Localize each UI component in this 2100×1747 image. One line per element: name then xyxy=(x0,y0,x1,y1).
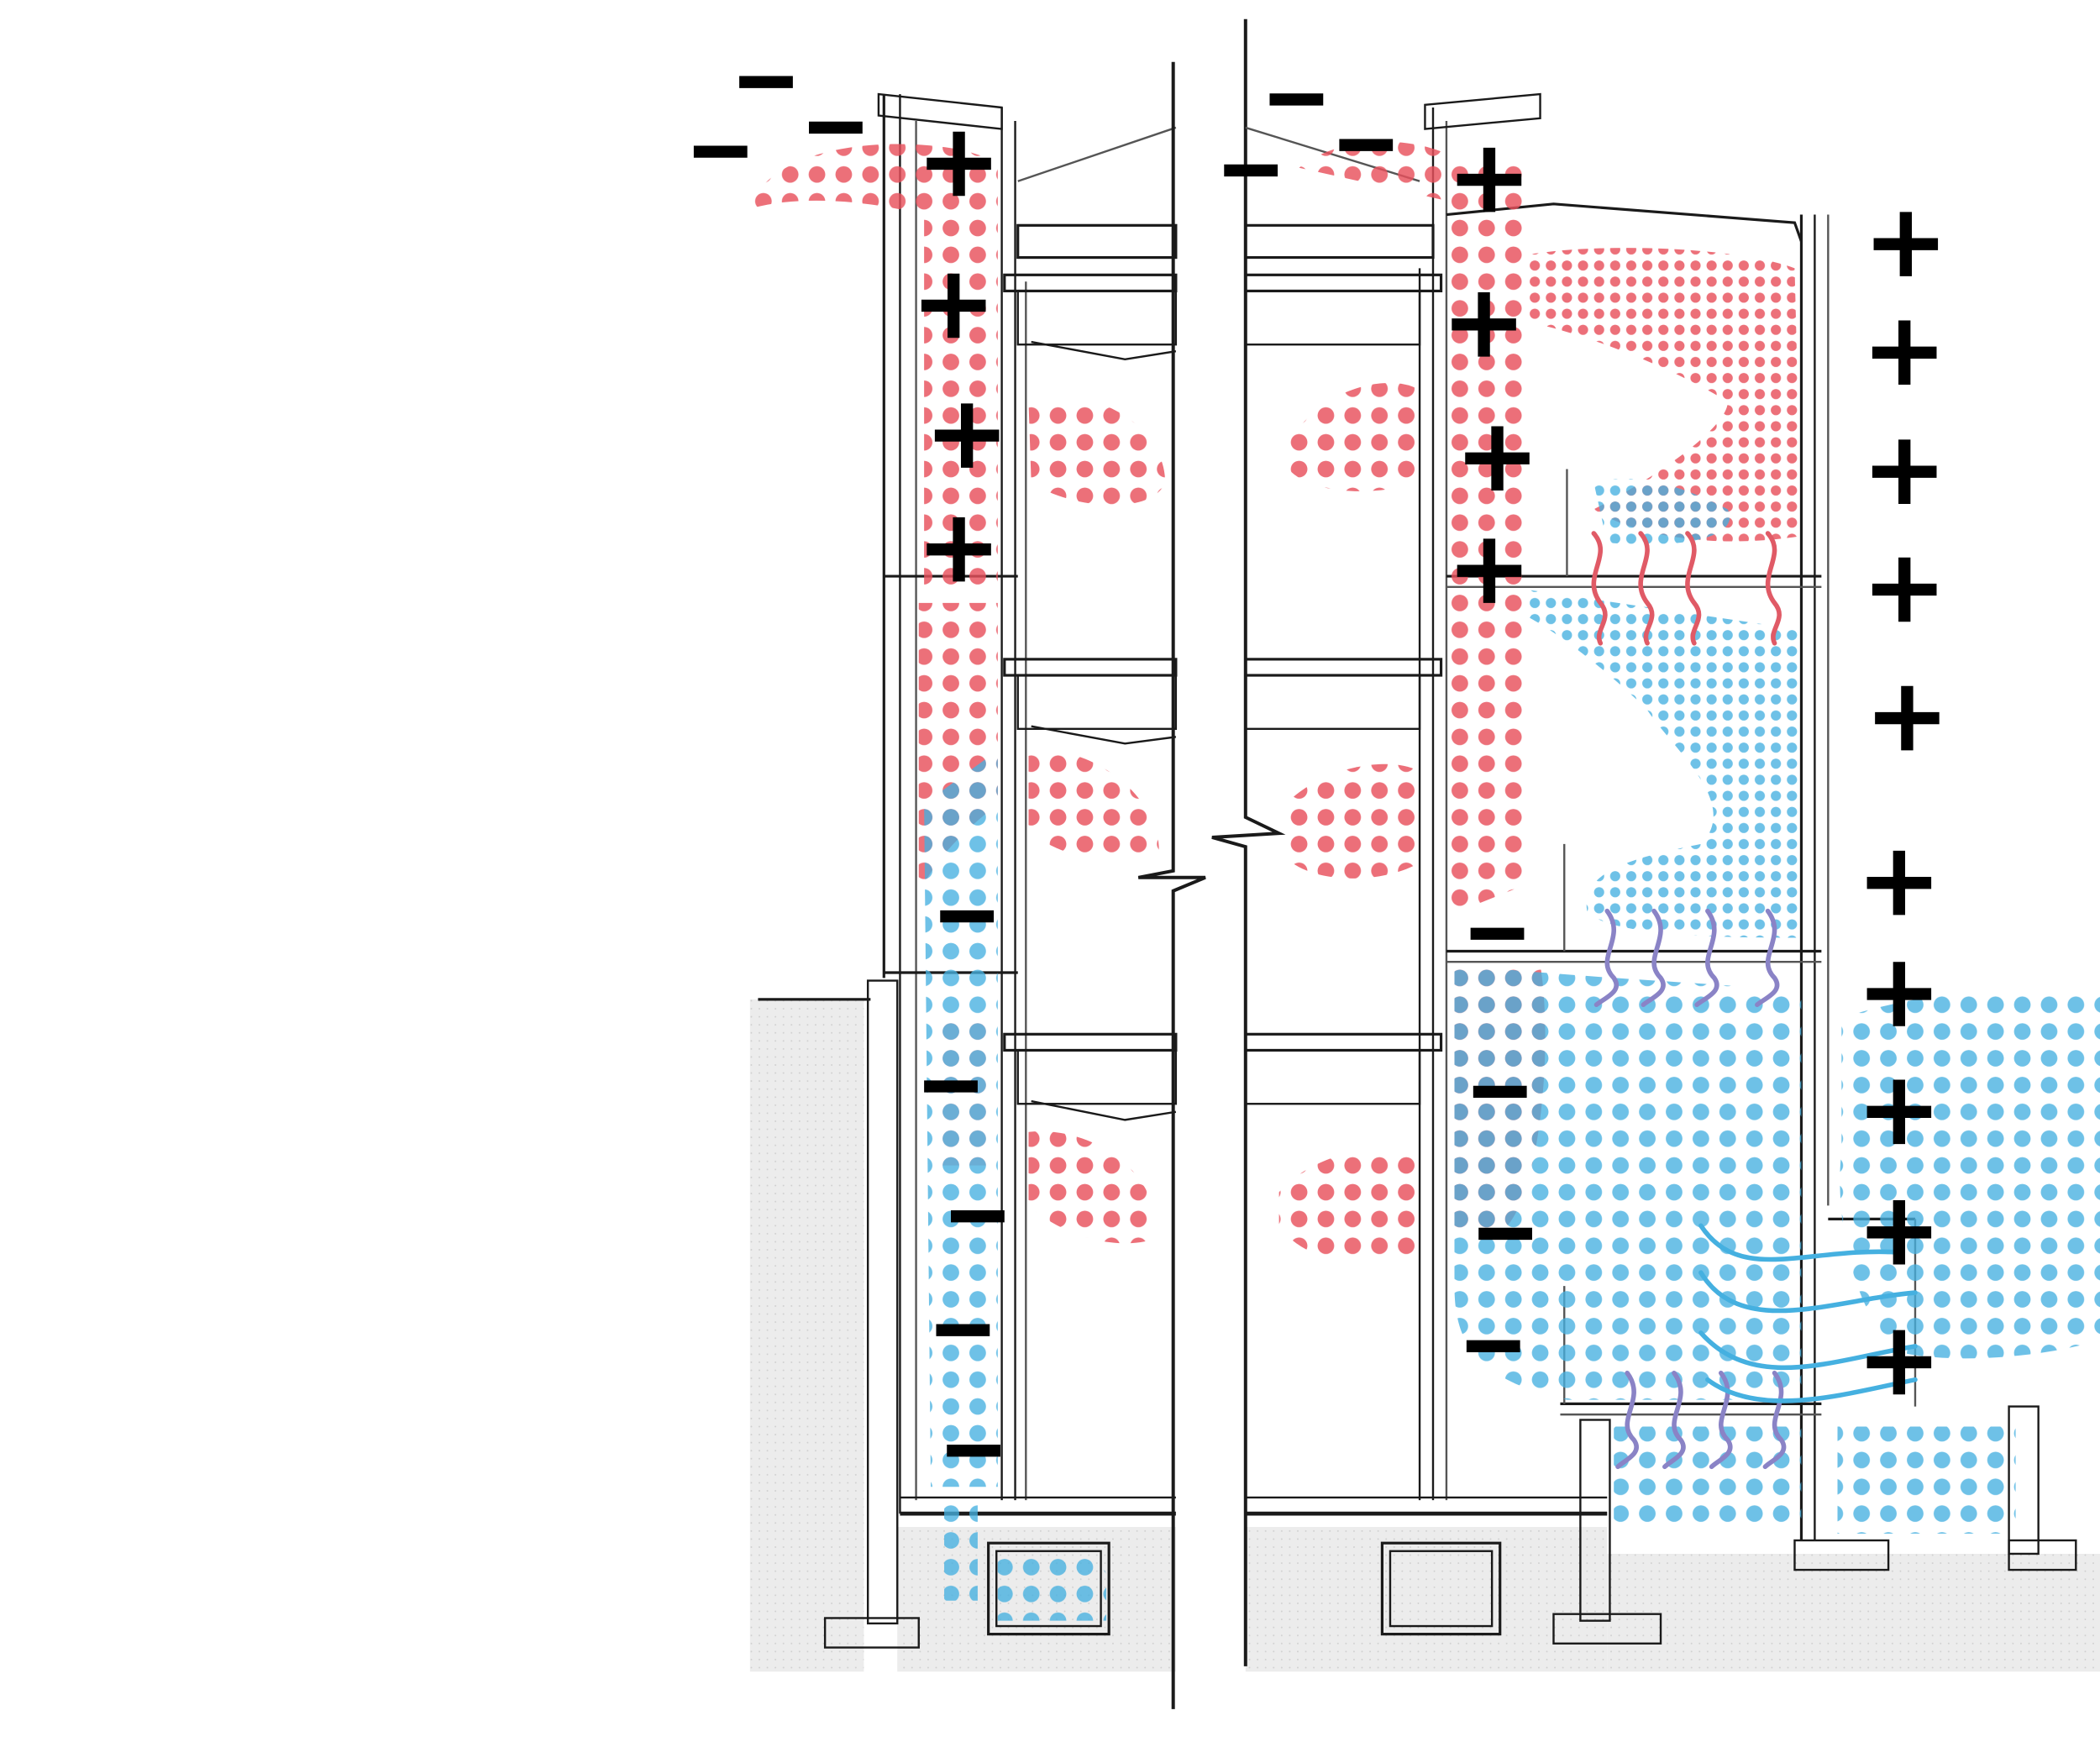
plus-sign xyxy=(1465,426,1530,491)
plus-sign xyxy=(1872,557,1937,622)
plus-sign xyxy=(1866,850,1932,915)
plus-sign xyxy=(1457,538,1522,603)
plus-sign xyxy=(927,517,991,582)
left-structure xyxy=(823,92,1176,1649)
heat-waves xyxy=(1591,531,1918,1470)
plus-sign xyxy=(927,131,991,197)
plus-sign xyxy=(1872,320,1937,386)
break-lines xyxy=(1137,18,1286,1709)
plus-sign xyxy=(1866,962,1932,1026)
plus-sign xyxy=(1872,439,1937,504)
plus-sign xyxy=(1457,147,1522,212)
plus-sign xyxy=(921,273,986,338)
plus-sign xyxy=(1866,1079,1932,1145)
plus-sign xyxy=(1866,1330,1932,1395)
plus-sign xyxy=(1873,212,1939,276)
left-floor-slabs xyxy=(1003,126,1178,1121)
plus-sign xyxy=(1866,1200,1932,1265)
plus-sign xyxy=(1875,685,1940,751)
plus-sign xyxy=(934,403,1000,468)
plus-sign xyxy=(1452,292,1516,357)
pressure-signs xyxy=(693,76,1940,1457)
